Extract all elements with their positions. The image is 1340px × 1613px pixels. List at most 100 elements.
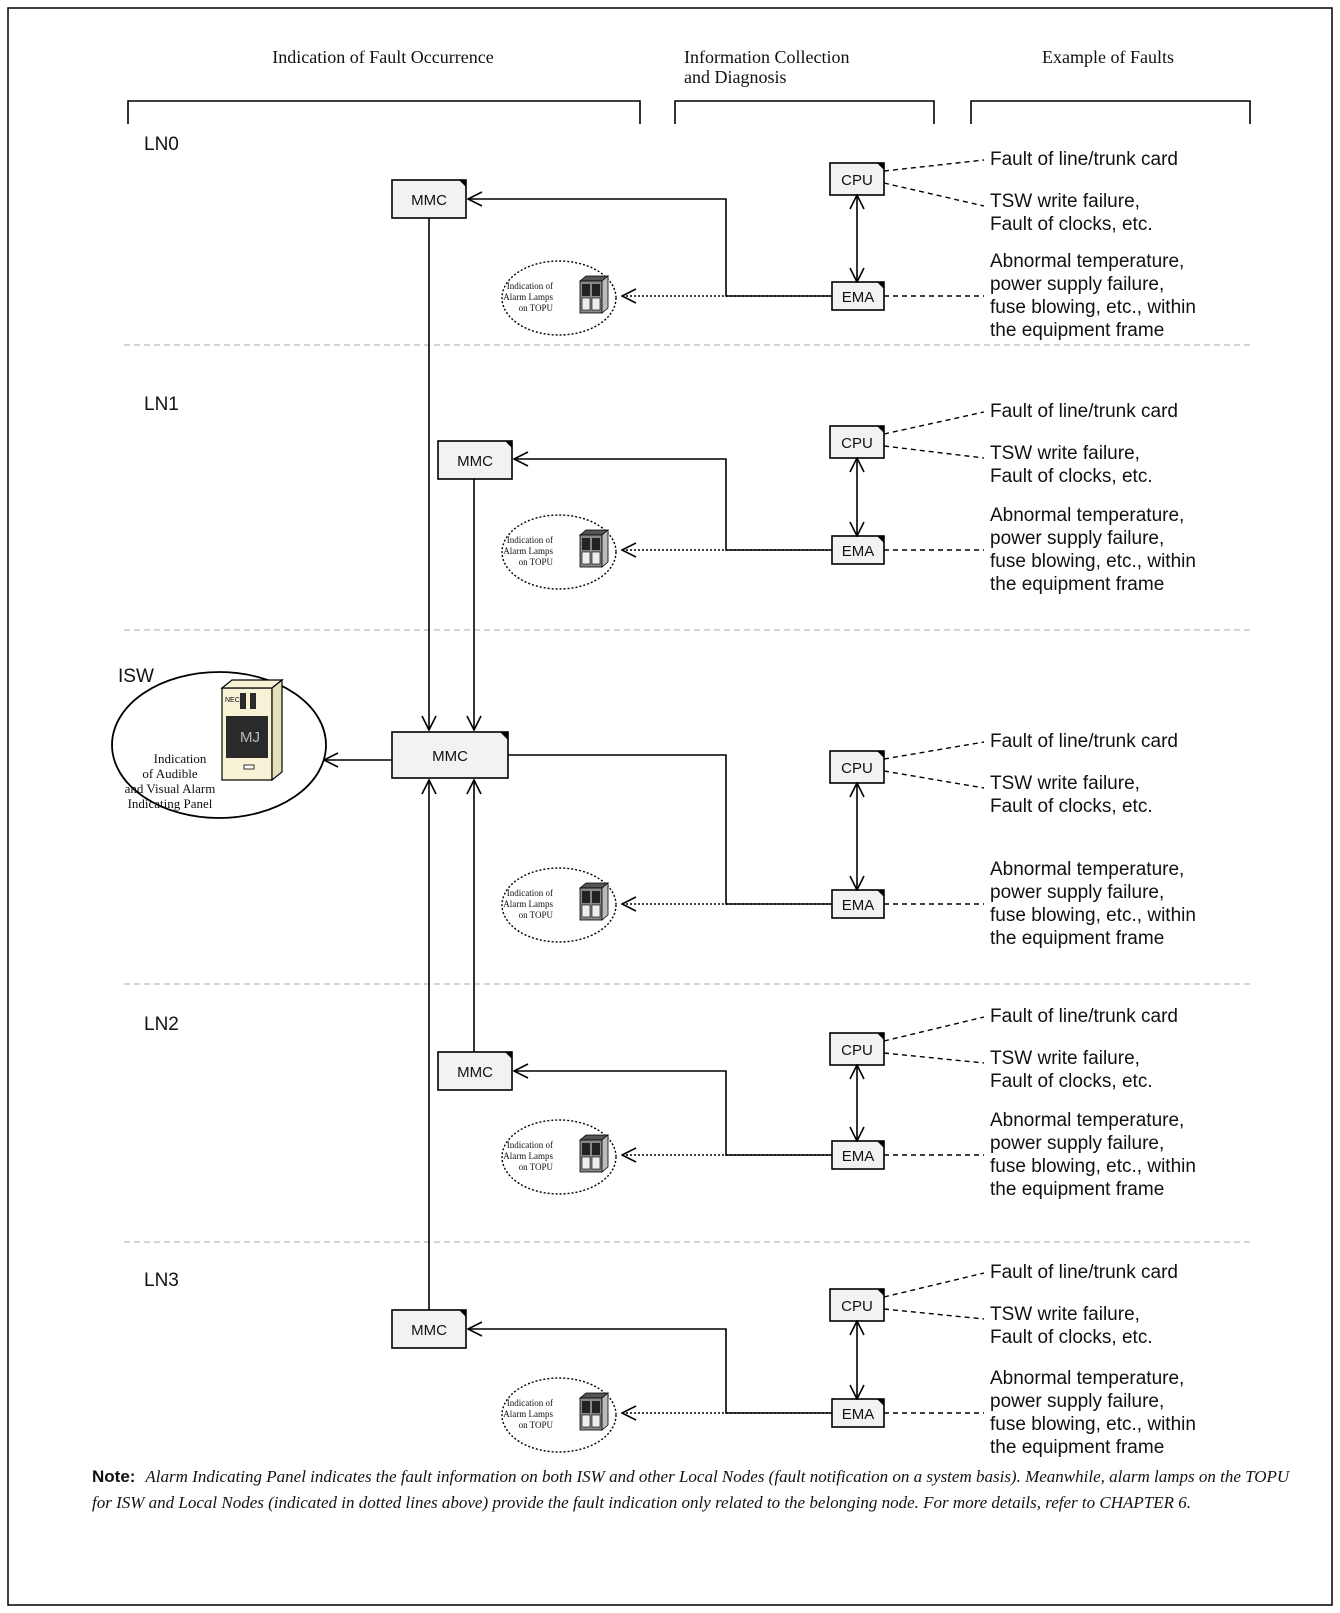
mmc-box: MMC (438, 1052, 512, 1090)
header-indication: Indication of Fault Occurrence (272, 47, 493, 67)
topu-caption: on TOPU (519, 1162, 554, 1172)
ema-box: EMA (832, 536, 884, 564)
node-label-ln3: LN3 (144, 1270, 179, 1291)
ema-box: EMA (832, 1399, 884, 1427)
fault-link (884, 771, 984, 788)
note-block: Note: Alarm Indicating Panel indicates t… (92, 1464, 1307, 1516)
note-text: Alarm Indicating Panel indicates the fau… (92, 1467, 1289, 1512)
cpu-label: CPU (841, 172, 873, 189)
fault-tsw: TSW write failure, (990, 191, 1140, 212)
fault-tsw: Fault of clocks, etc. (990, 1327, 1153, 1348)
fault-abnormal: power supply failure, (990, 882, 1164, 903)
ema-label: EMA (842, 897, 875, 914)
ema-label: EMA (842, 1406, 875, 1423)
fault-abnormal: Abnormal temperature, (990, 251, 1184, 272)
fault-tsw: Fault of clocks, etc. (990, 466, 1153, 487)
bracket-collection (675, 101, 934, 124)
fault-line-trunk: Fault of line/trunk card (990, 401, 1178, 422)
ema-label: EMA (842, 1148, 875, 1165)
mmc-label: MMC (432, 748, 468, 765)
topu-cabinet-icon (580, 530, 608, 567)
node-label-ln0: LN0 (144, 134, 179, 155)
panel-caption: of Audible (142, 766, 197, 781)
topu-cabinet-icon (580, 1393, 608, 1430)
cpu-box: CPU (830, 426, 884, 458)
panel-icon: NEC MJ (222, 680, 282, 780)
fault-link (884, 412, 984, 434)
topu-caption: on TOPU (519, 1420, 554, 1430)
topu-cabinet-icon (580, 276, 608, 313)
fault-abnormal: Abnormal temperature, (990, 1368, 1184, 1389)
note-title: Note: (92, 1467, 135, 1486)
mmc-label: MMC (411, 1322, 447, 1339)
topu-caption: Alarm Lamps (503, 292, 553, 302)
bracket-indication (128, 101, 640, 124)
bracket-examples (971, 101, 1250, 124)
fault-tsw: TSW write failure, (990, 773, 1140, 794)
fault-abnormal: Abnormal temperature, (990, 859, 1184, 880)
fault-tsw: TSW write failure, (990, 443, 1140, 464)
topu-caption: Alarm Lamps (503, 1151, 553, 1161)
fault-tsw: Fault of clocks, etc. (990, 796, 1153, 817)
cpu-label: CPU (841, 760, 873, 777)
fault-link (884, 446, 984, 458)
fault-abnormal: power supply failure, (990, 1133, 1164, 1154)
fault-abnormal: power supply failure, (990, 528, 1164, 549)
header-collection: Information Collection (684, 47, 849, 67)
mmc-label: MMC (457, 1064, 493, 1081)
topu-indication: Indication ofAlarm Lampson TOPU (502, 261, 616, 335)
fault-abnormal: power supply failure, (990, 274, 1164, 295)
cpu-label: CPU (841, 435, 873, 452)
fault-abnormal: Abnormal temperature, (990, 1110, 1184, 1131)
node-label-ln1: LN1 (144, 394, 179, 415)
fault-tsw: TSW write failure, (990, 1304, 1140, 1325)
ema-to-mmc-arrow (514, 459, 832, 550)
topu-caption: Indication of (507, 1140, 553, 1150)
cpu-box: CPU (830, 751, 884, 783)
mmc-box-isw: MMC (392, 732, 508, 778)
fault-abnormal: the equipment frame (990, 1179, 1164, 1200)
topu-caption: Indication of (507, 888, 553, 898)
panel-caption: Indicating Panel (128, 796, 213, 811)
fault-abnormal: fuse blowing, etc., within (990, 1414, 1196, 1435)
fault-abnormal: power supply failure, (990, 1391, 1164, 1412)
ema-box: EMA (832, 890, 884, 918)
mmc-label: MMC (411, 192, 447, 209)
mmc-box: MMC (438, 441, 512, 479)
alarm-indicating-panel: NEC MJ Indication of Audible and Visual … (112, 672, 326, 818)
header-collection-2: and Diagnosis (684, 67, 787, 87)
fault-link (884, 742, 984, 759)
ema-to-mmc-arrow (514, 1071, 832, 1155)
topu-caption: on TOPU (519, 910, 554, 920)
fault-abnormal: fuse blowing, etc., within (990, 297, 1196, 318)
fault-abnormal: fuse blowing, etc., within (990, 1156, 1196, 1177)
topu-caption: Alarm Lamps (503, 899, 553, 909)
cpu-box: CPU (830, 1033, 884, 1065)
topu-caption: Indication of (507, 281, 553, 291)
fault-abnormal: the equipment frame (990, 1437, 1164, 1458)
fault-link (884, 1309, 984, 1319)
cpu-label: CPU (841, 1042, 873, 1059)
fault-tsw: Fault of clocks, etc. (990, 214, 1153, 235)
node-group-ln2: CPU EMA MMC Indication ofAlarm Lampson TOPU… (438, 1006, 1196, 1200)
node-label-ln2: LN2 (144, 1014, 179, 1035)
topu-cabinet-icon (580, 1135, 608, 1172)
ema-label: EMA (842, 543, 875, 560)
ema-label: EMA (842, 289, 875, 306)
fault-line-trunk: Fault of line/trunk card (990, 731, 1178, 752)
topu-caption: on TOPU (519, 557, 554, 567)
ema-to-isw-mmc-line (508, 755, 832, 904)
topu-cabinet-icon (580, 883, 608, 920)
node-group-ln0: CPU EMA MMC Indication ofAlarm Lampson TOPU… (392, 149, 1196, 341)
header-examples: Example of Faults (1042, 47, 1174, 67)
fault-line-trunk: Fault of line/trunk card (990, 1262, 1178, 1283)
mmc-box: MMC (392, 180, 466, 218)
